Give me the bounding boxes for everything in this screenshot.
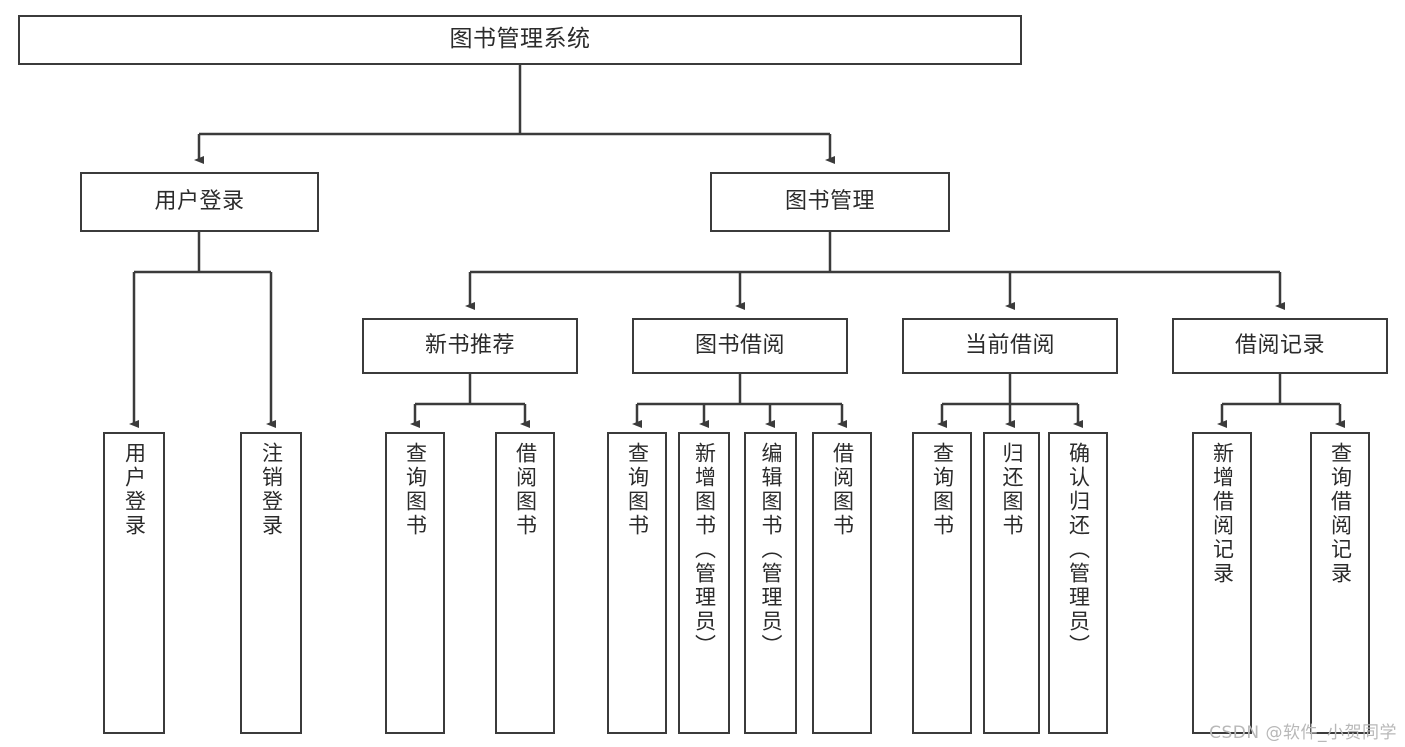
leaf-query-book-borrow-label: 查询图书 bbox=[625, 442, 650, 538]
node-user-login-label: 用户登录 bbox=[154, 188, 245, 214]
leaf-query-book-new[interactable]: 查询图书 bbox=[385, 432, 445, 734]
leaf-query-borrow-record-label: 查询借阅记录 bbox=[1328, 442, 1353, 586]
leaf-edit-book-admin-label: 编辑图书（管理员） bbox=[759, 442, 783, 658]
leaf-user-login[interactable]: 用户登录 bbox=[103, 432, 165, 734]
leaf-logout[interactable]: 注销登录 bbox=[240, 432, 302, 734]
leaf-query-book-new-label: 查询图书 bbox=[403, 442, 428, 538]
node-root[interactable]: 图书管理系统 bbox=[18, 15, 1022, 65]
leaf-edit-book-admin[interactable]: 编辑图书（管理员） bbox=[744, 432, 797, 734]
node-root-label: 图书管理系统 bbox=[449, 26, 591, 53]
leaf-query-book-current-label: 查询图书 bbox=[930, 442, 955, 538]
leaf-add-borrow-record[interactable]: 新增借阅记录 bbox=[1192, 432, 1252, 734]
leaf-query-book-current[interactable]: 查询图书 bbox=[912, 432, 972, 734]
node-book-management[interactable]: 图书管理 bbox=[710, 172, 950, 232]
leaf-return-book-label: 归还图书 bbox=[1000, 442, 1024, 538]
leaf-confirm-return-admin-label: 确认归还（管理员） bbox=[1066, 442, 1091, 658]
leaf-logout-label: 注销登录 bbox=[259, 442, 284, 538]
node-new-book-recommend-label: 新书推荐 bbox=[424, 332, 515, 358]
leaf-borrow-book[interactable]: 借阅图书 bbox=[812, 432, 872, 734]
leaf-query-book-borrow[interactable]: 查询图书 bbox=[607, 432, 667, 734]
leaf-query-borrow-record[interactable]: 查询借阅记录 bbox=[1310, 432, 1370, 734]
leaf-borrow-book-new-label: 借阅图书 bbox=[513, 442, 538, 538]
node-borrow-records-label: 借阅记录 bbox=[1234, 332, 1325, 358]
leaf-add-book-admin[interactable]: 新增图书（管理员） bbox=[678, 432, 730, 734]
node-book-borrow-label: 图书借阅 bbox=[694, 332, 785, 358]
node-current-borrow[interactable]: 当前借阅 bbox=[902, 318, 1118, 374]
node-new-book-recommend[interactable]: 新书推荐 bbox=[362, 318, 578, 374]
leaf-confirm-return-admin[interactable]: 确认归还（管理员） bbox=[1048, 432, 1108, 734]
leaf-borrow-book-new[interactable]: 借阅图书 bbox=[495, 432, 555, 734]
node-user-login[interactable]: 用户登录 bbox=[80, 172, 319, 232]
node-borrow-records[interactable]: 借阅记录 bbox=[1172, 318, 1388, 374]
leaf-add-borrow-record-label: 新增借阅记录 bbox=[1210, 442, 1235, 586]
node-current-borrow-label: 当前借阅 bbox=[964, 332, 1055, 358]
leaf-user-login-label: 用户登录 bbox=[122, 442, 147, 538]
leaf-add-book-admin-label: 新增图书（管理员） bbox=[692, 442, 717, 658]
watermark: CSDN @软件_小贺同学 bbox=[1209, 723, 1397, 743]
node-book-borrow[interactable]: 图书借阅 bbox=[632, 318, 848, 374]
node-book-management-label: 图书管理 bbox=[784, 188, 875, 214]
leaf-return-book[interactable]: 归还图书 bbox=[983, 432, 1040, 734]
leaf-borrow-book-label: 借阅图书 bbox=[830, 442, 855, 538]
